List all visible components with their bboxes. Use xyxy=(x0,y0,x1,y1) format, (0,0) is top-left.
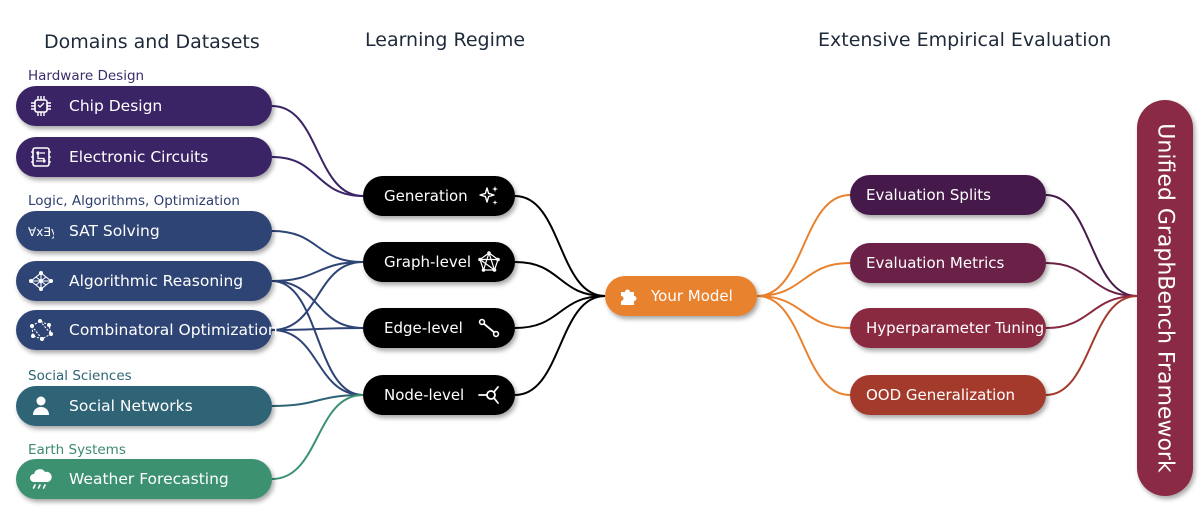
group-label-social: Social Sciences xyxy=(28,368,132,384)
link-weather-node xyxy=(271,394,364,480)
domain-label: Weather Forecasting xyxy=(69,470,229,488)
link-generation-model xyxy=(514,195,606,297)
eval-label: Hyperparameter Tuning xyxy=(866,319,1045,337)
eval-hyperparameter-tuning: Hyperparameter Tuning xyxy=(850,308,1046,348)
regime-label: Generation xyxy=(384,187,468,205)
link-metrics-framework xyxy=(1045,262,1138,297)
link-model-tuning xyxy=(756,295,851,329)
link-combopt-node xyxy=(271,329,364,396)
link-ood-framework xyxy=(1045,295,1138,396)
link-node-model xyxy=(514,295,606,396)
edge-icon xyxy=(477,316,501,340)
link-social-node xyxy=(271,394,364,407)
heading-learning-regime: Learning Regime xyxy=(365,29,526,51)
eval-ood-generalization: OOD Generalization xyxy=(850,375,1046,415)
network-graph-icon xyxy=(28,268,54,294)
person-icon xyxy=(28,393,54,419)
domain-chip-design: Chip Design xyxy=(16,86,272,126)
graph-pentagon-icon xyxy=(477,250,501,274)
eval-label: Evaluation Splits xyxy=(866,186,991,204)
link-splits-framework xyxy=(1045,194,1138,297)
group-label-logic: Logic, Algorithms, Optimization xyxy=(28,193,240,209)
regime-label: Node-level xyxy=(384,386,465,404)
heading-evaluation: Extensive Empirical Evaluation xyxy=(818,29,1112,51)
framework-label: Unified GraphBench Framework xyxy=(1152,123,1178,473)
domain-label: Social Networks xyxy=(69,397,193,415)
chip-icon xyxy=(28,93,54,119)
link-tuning-framework xyxy=(1045,295,1138,329)
regime-label: Graph-level xyxy=(384,253,472,271)
eval-label: OOD Generalization xyxy=(866,386,1016,404)
link-chip-generation xyxy=(271,105,364,197)
domain-label: Electronic Circuits xyxy=(69,148,209,166)
eval-metrics: Evaluation Metrics xyxy=(850,243,1046,283)
link-combopt-edge xyxy=(271,327,364,331)
link-edge-model xyxy=(514,295,606,329)
link-model-ood xyxy=(756,295,851,396)
regime-generation: Generation xyxy=(363,176,515,216)
regime-edge-level: Edge-level xyxy=(363,308,515,348)
link-algo-graph xyxy=(271,261,364,282)
group-label-earth: Earth Systems xyxy=(28,442,126,458)
link-algo-node xyxy=(271,280,364,396)
link-model-splits xyxy=(756,194,851,297)
sparkles-icon xyxy=(477,184,501,208)
regime-graph-level: Graph-level xyxy=(363,242,515,282)
domain-combinatoral-optimization: Combinatoral Optimization xyxy=(16,310,278,350)
link-algo-edge xyxy=(271,280,364,329)
domain-weather-forecasting: Weather Forecasting xyxy=(16,459,272,499)
puzzle-icon xyxy=(617,284,641,308)
domain-label: SAT Solving xyxy=(69,222,160,240)
domain-label: Chip Design xyxy=(69,97,163,115)
heading-domains: Domains and Datasets xyxy=(44,31,260,53)
domain-label: Combinatoral Optimization xyxy=(69,321,278,339)
logic-quantifier-icon: ∀x∃y xyxy=(28,218,54,244)
domain-algorithmic-reasoning: Algorithmic Reasoning xyxy=(16,261,272,301)
rain-cloud-icon xyxy=(28,466,54,492)
route-graph-icon xyxy=(28,317,54,343)
your-model-node: Your Model xyxy=(605,276,757,316)
eval-splits: Evaluation Splits xyxy=(850,175,1046,215)
link-combopt-graph xyxy=(271,261,364,331)
link-graph-model xyxy=(514,261,606,297)
svg-text:∀x∃y: ∀x∃y xyxy=(28,225,54,239)
domain-social-networks: Social Networks xyxy=(16,386,272,426)
regime-node-level: Node-level xyxy=(363,375,515,415)
regime-label: Edge-level xyxy=(384,319,463,337)
node-icon xyxy=(477,383,501,407)
eval-label: Evaluation Metrics xyxy=(866,254,1005,272)
graphbench-framework-bar: Unified GraphBench Framework xyxy=(1137,100,1193,496)
group-label-hardware: Hardware Design xyxy=(28,68,145,84)
domain-sat-solving: ∀x∃y SAT Solving xyxy=(16,211,272,251)
domain-electronic-circuits: Electronic Circuits xyxy=(16,137,272,177)
link-sat-graph xyxy=(271,230,364,263)
link-circuits-generation xyxy=(271,156,364,197)
link-model-metrics xyxy=(756,262,851,297)
domain-label: Algorithmic Reasoning xyxy=(69,272,244,290)
model-label: Your Model xyxy=(651,287,733,305)
circuit-board-icon xyxy=(28,144,54,170)
